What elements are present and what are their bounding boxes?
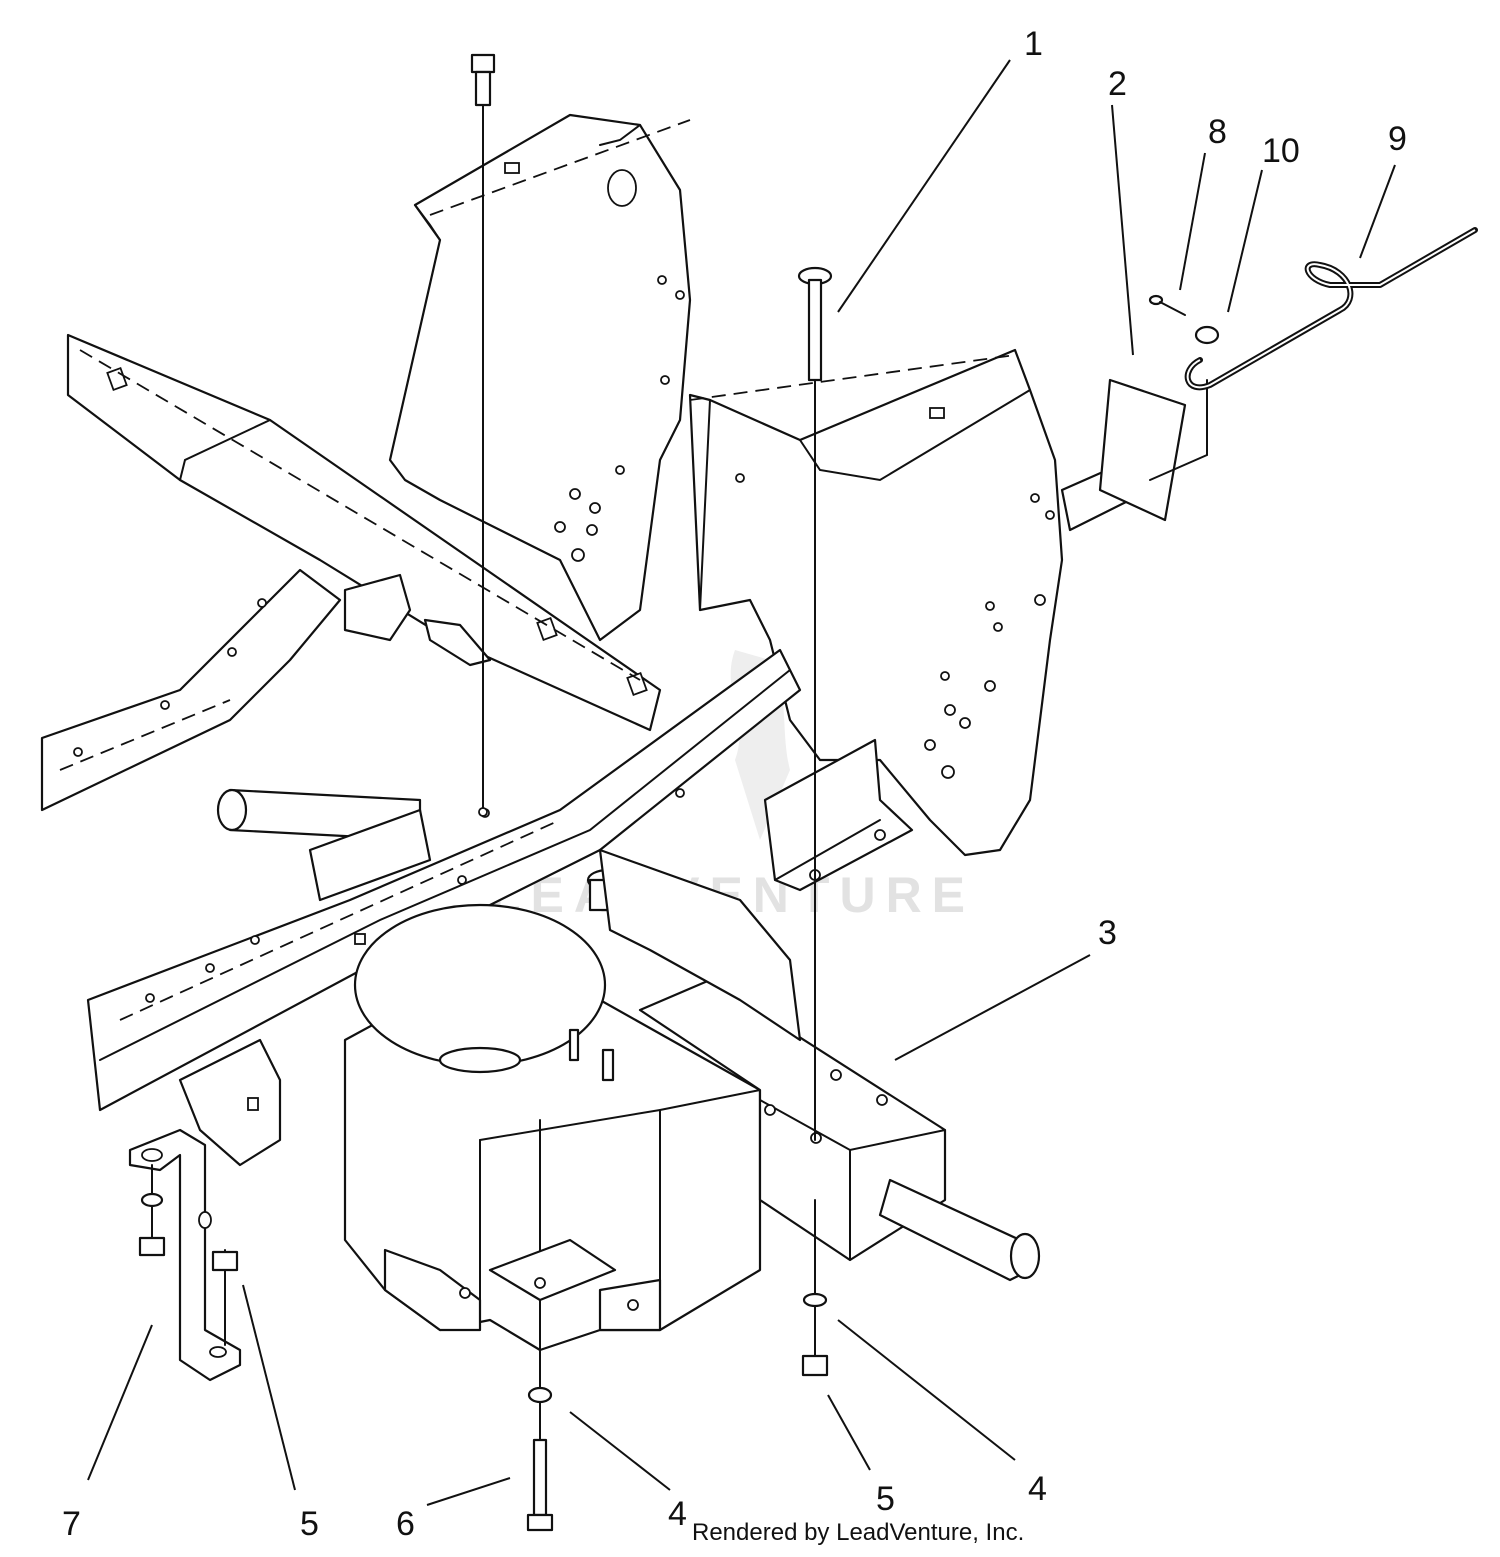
callouts: 1 2 8 10 9 3 7 5 6 4 5 4 [62, 25, 1407, 1543]
right-axle-housing [638, 978, 1041, 1282]
upper-cross-member [66, 333, 662, 732]
lower-bolt-line [526, 1349, 554, 1532]
right-rear-plate [688, 348, 1064, 857]
angle-bracket [763, 738, 914, 892]
credit-text: Rendered by LeadVenture, Inc. [692, 1519, 1024, 1546]
right-bolt-line [797, 266, 833, 1377]
callout-2: 2 [1108, 65, 1127, 103]
lower-left-frame-rail [40, 568, 342, 812]
torque-bracket [128, 1128, 242, 1382]
callout-1: 1 [1024, 25, 1043, 63]
callout-6: 6 [396, 1505, 415, 1543]
callout-8: 8 [1208, 113, 1227, 151]
rear-cross-tube [598, 848, 802, 1042]
callout-4-right: 4 [1028, 1470, 1047, 1508]
frame-bracket-lower-left [178, 1038, 282, 1167]
center-bolt-line [470, 53, 496, 817]
callout-4-left: 4 [668, 1495, 687, 1533]
leader-lines [87, 59, 1396, 1506]
bypass-rod [1149, 227, 1478, 481]
callout-5-right: 5 [876, 1480, 895, 1518]
callout-7: 7 [62, 1505, 81, 1543]
cotter-pin [1148, 294, 1186, 316]
left-rear-plate [388, 113, 692, 642]
washer-10 [1194, 325, 1220, 345]
callout-5-left: 5 [300, 1505, 319, 1543]
main-lower-frame-rail [86, 648, 802, 1112]
callout-10: 10 [1262, 132, 1300, 170]
callout-9: 9 [1388, 120, 1407, 158]
callout-3: 3 [1098, 914, 1117, 952]
left-hardware-stack [138, 1164, 239, 1346]
transaxle-housing [343, 868, 762, 1352]
decal-plate [1098, 378, 1187, 522]
